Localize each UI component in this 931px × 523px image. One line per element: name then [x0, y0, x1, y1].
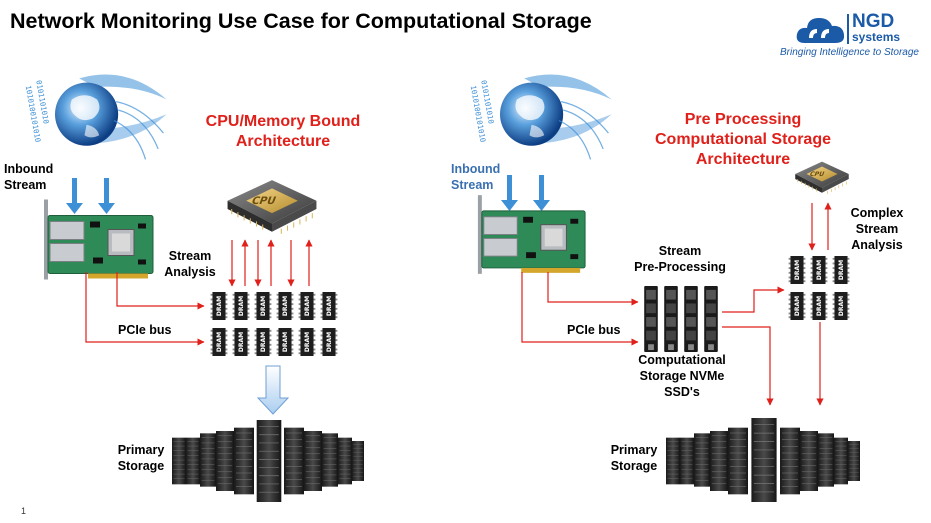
inbound-arrows [501, 175, 550, 211]
network-card-icon [43, 198, 154, 281]
page-title: Network Monitoring Use Case for Computat… [10, 9, 592, 33]
globe-icon [468, 73, 613, 161]
logo-sub: systems [852, 30, 901, 44]
left-pcie-label: PCIe bus [118, 323, 172, 337]
left-analysis-label: Stream Analysis [164, 249, 216, 279]
logo-name: NGD [852, 11, 895, 32]
logo-tagline: Bringing Intelligence to Storage [780, 47, 919, 58]
right-storage-label: Primary Storage [610, 443, 658, 473]
globe-icon [23, 73, 168, 161]
left-heading: CPU/Memory Bound Architecture [205, 113, 361, 150]
server-rack-icon [172, 420, 364, 502]
right-complex-label: Complex Stream Analysis [850, 206, 904, 252]
left-storage-label: Primary Storage [117, 443, 165, 473]
pcie-lines-left [85, 272, 205, 346]
left-inbound-label: Inbound Stream [4, 162, 54, 192]
network-card-icon [477, 194, 586, 275]
ngd-logo: NGD systems Bringing Intelligence to Sto… [780, 11, 920, 61]
inbound-arrows [66, 178, 115, 214]
right-pcie-label: PCIe bus [567, 323, 621, 337]
down-arrow-to-storage [256, 365, 290, 415]
right-inbound-label: Inbound Stream [451, 162, 501, 192]
right-css-label: Computational Storage NVMe SSD's [638, 353, 726, 399]
ssd-icon [644, 286, 718, 352]
cpu-chip-icon [227, 179, 317, 235]
right-preprocessing-label: Stream Pre-Processing [634, 244, 726, 274]
pcie-lines-right [521, 272, 824, 406]
cpu-dram-arrows [808, 202, 832, 251]
cpu-dram-arrows [228, 239, 313, 287]
cloud-logo-icon [796, 18, 845, 43]
dram-array-right [788, 256, 850, 320]
server-rack-icon [666, 418, 860, 502]
right-heading: Pre Processing Computational Storage Arc… [654, 111, 831, 168]
dram-array-left [210, 292, 338, 356]
page-number: 1 [21, 506, 27, 516]
